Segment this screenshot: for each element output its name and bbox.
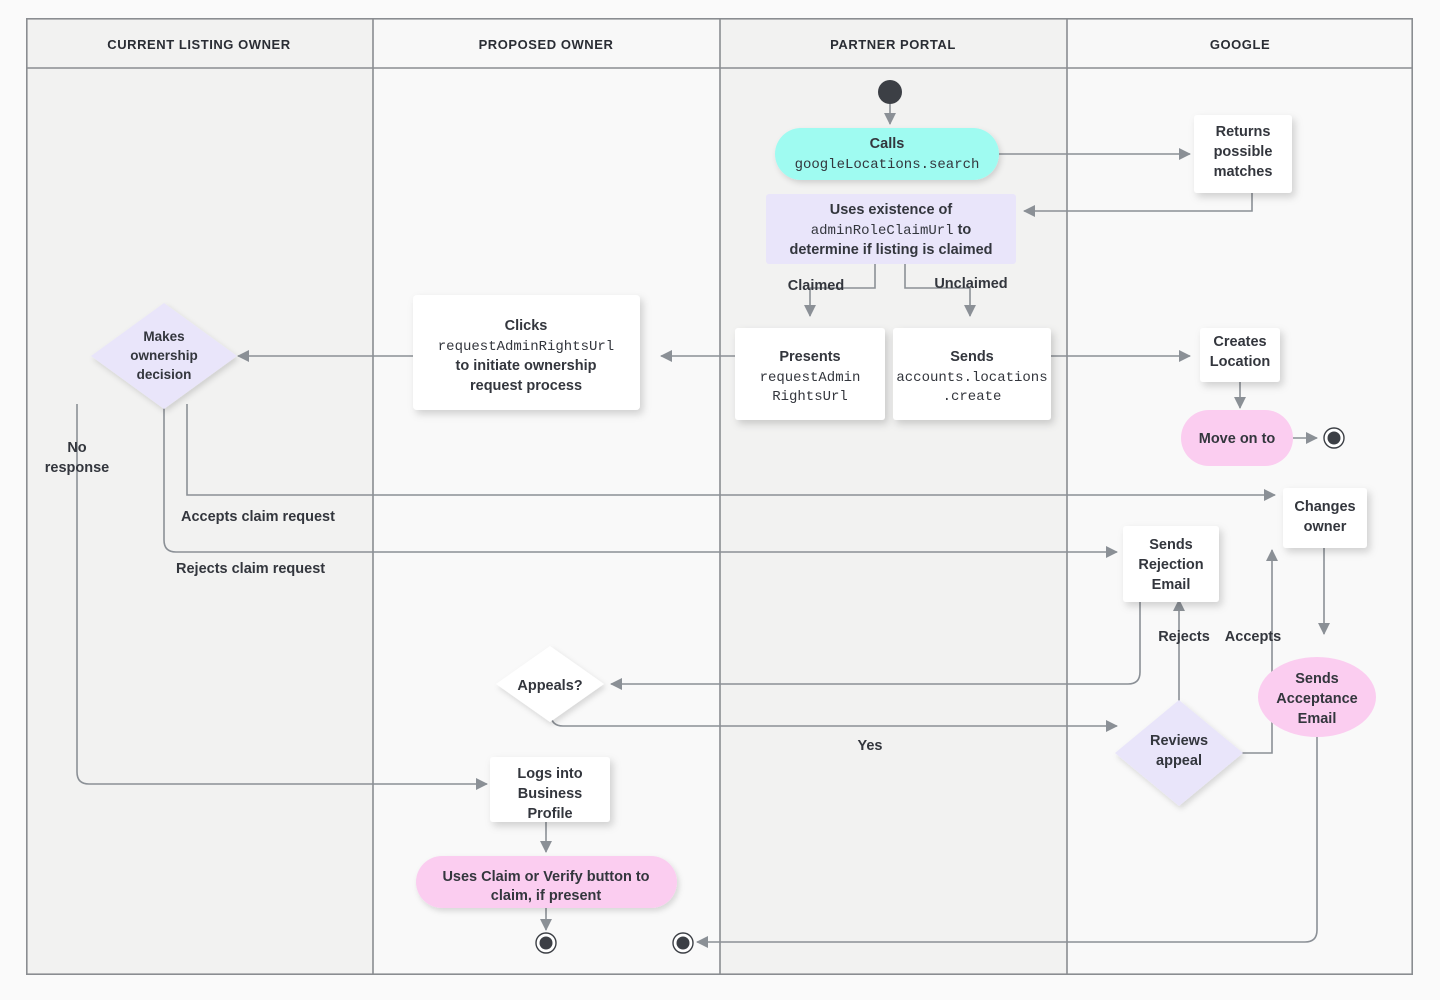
node-presents-line3: RightsUrl (772, 389, 848, 405)
lane-headers: CURRENT LISTING OWNER PROPOSED OWNER PAR… (107, 37, 1270, 52)
end-node-partner-portal (672, 932, 694, 954)
node-sends-create-line3: .create (943, 389, 1002, 405)
node-acceptance-line1: Sends (1295, 671, 1339, 687)
node-returns-possible-matches[interactable]: Returns possible matches (1194, 115, 1292, 193)
node-makes-ownership-decision[interactable]: Makes ownership decision (91, 303, 237, 409)
node-sends-rejection-email[interactable]: Sends Rejection Email (1123, 526, 1219, 602)
edge-label-rejects-claim-request: Rejects claim request (176, 561, 325, 577)
edges (76, 104, 1330, 948)
edge-returns-to-uses-existence (1023, 190, 1253, 217)
lane-header-proposed-owner: PROPOSED OWNER (479, 37, 614, 52)
edge-label-accepts-claim-request: Accepts claim request (181, 509, 335, 525)
node-uses-claim-line1: Uses Claim or Verify button to (442, 869, 649, 885)
node-changes-owner-line1: Changes (1294, 499, 1355, 515)
edge-label-yes: Yes (858, 738, 883, 754)
edge-label-rejects: Rejects (1158, 629, 1210, 645)
node-changes-owner-line2: owner (1304, 519, 1347, 535)
node-rejection-line1: Sends (1149, 537, 1193, 553)
node-decision-line1: Makes (143, 329, 184, 344)
node-reviews-appeal-line1: Reviews (1150, 733, 1208, 749)
node-appeals-decision[interactable]: Appeals? (496, 646, 604, 722)
lane-header-partner-portal: PARTNER PORTAL (830, 37, 956, 52)
node-logs-into-line3: Profile (527, 806, 572, 822)
node-reviews-appeal[interactable]: Reviews appeal (1115, 700, 1243, 806)
node-reviews-appeal-line2: appeal (1156, 753, 1202, 769)
edge-label-no-response-line1: No (67, 440, 86, 456)
node-changes-owner[interactable]: Changes owner (1283, 488, 1367, 548)
node-appeals-label: Appeals? (517, 678, 582, 694)
edge-decision-rejects-claim (163, 404, 1118, 558)
edge-decision-accepts-claim (186, 404, 1276, 501)
start-node (878, 80, 902, 104)
edge-decision-no-response (76, 404, 488, 790)
node-uses-existence-line3: determine if listing is claimed (789, 242, 992, 258)
node-decision-line3: decision (137, 367, 192, 382)
node-sends-accounts-locations-create[interactable]: Sends accounts.locations .create (893, 328, 1051, 420)
end-node-google (1323, 427, 1345, 449)
node-acceptance-line2: Acceptance (1276, 691, 1357, 707)
node-returns-line1: Returns (1216, 124, 1271, 140)
node-clicks-line2: requestAdminRightsUrl (438, 339, 614, 355)
node-decision-line2: ownership (130, 348, 198, 363)
node-sends-create-line1: Sends (950, 349, 994, 365)
node-logs-into-line1: Logs into (517, 766, 582, 782)
edge-rejection-to-appeals (610, 600, 1141, 690)
node-creates-location-line2: Location (1210, 354, 1270, 370)
edge-label-no-response-line2: response (45, 460, 109, 476)
node-calls-line2: googleLocations.search (795, 157, 980, 173)
edge-uses-existence-claimed (804, 263, 876, 317)
node-clicks-line4: request process (470, 378, 582, 394)
node-presents-line2: requestAdmin (760, 370, 861, 386)
end-node-proposed-owner (535, 932, 557, 954)
lane-borders (25, 17, 1414, 976)
node-rejection-line2: Rejection (1138, 557, 1203, 573)
node-uses-existence-line1: Uses existence of (830, 202, 953, 218)
node-move-on-to-label: Move on to (1199, 431, 1276, 447)
lane-header-google: GOOGLE (1210, 37, 1270, 52)
edge-uses-existence-unclaimed (904, 263, 976, 317)
node-clicks-line1: Clicks (505, 318, 548, 334)
node-logs-into-business-profile[interactable]: Logs into Business Profile (490, 757, 610, 822)
node-creates-location[interactable]: Creates Location (1200, 328, 1280, 382)
edge-label-accepts: Accepts (1225, 629, 1281, 645)
edge-labels: Claimed Unclaimed No response Accepts cl… (45, 276, 1281, 754)
node-calls-line1: Calls (870, 136, 905, 152)
lane-bg-current-listing-owner (26, 18, 373, 975)
node-logs-into-line2: Business (518, 786, 582, 802)
lane-header-current-listing-owner: CURRENT LISTING OWNER (107, 37, 290, 52)
node-rejection-line3: Email (1152, 577, 1191, 593)
node-presents-request-admin-rights-url[interactable]: Presents requestAdmin RightsUrl (735, 328, 885, 420)
node-move-on-to[interactable]: Move on to (1181, 410, 1293, 466)
node-presents-line1: Presents (779, 349, 840, 365)
node-uses-claim-or-verify-button[interactable]: Uses Claim or Verify button to claim, if… (416, 856, 677, 908)
node-clicks-line3: to initiate ownership (456, 358, 597, 374)
node-sends-acceptance-email[interactable]: Sends Acceptance Email (1258, 657, 1376, 737)
node-acceptance-line3: Email (1298, 711, 1337, 727)
edge-acceptance-to-end (696, 734, 1318, 948)
node-calls-google-locations-search[interactable]: Calls googleLocations.search (775, 128, 999, 180)
node-sends-create-line2: accounts.locations (896, 370, 1047, 386)
node-uses-claim-line2: claim, if present (491, 888, 602, 904)
node-returns-line3: matches (1214, 164, 1273, 180)
node-clicks-request-admin-rights-url[interactable]: Clicks requestAdminRightsUrl to initiate… (413, 295, 640, 410)
edge-label-claimed: Claimed (788, 278, 844, 294)
node-returns-line2: possible (1214, 144, 1273, 160)
edge-label-unclaimed: Unclaimed (934, 276, 1007, 292)
node-creates-location-line1: Creates (1213, 334, 1266, 350)
